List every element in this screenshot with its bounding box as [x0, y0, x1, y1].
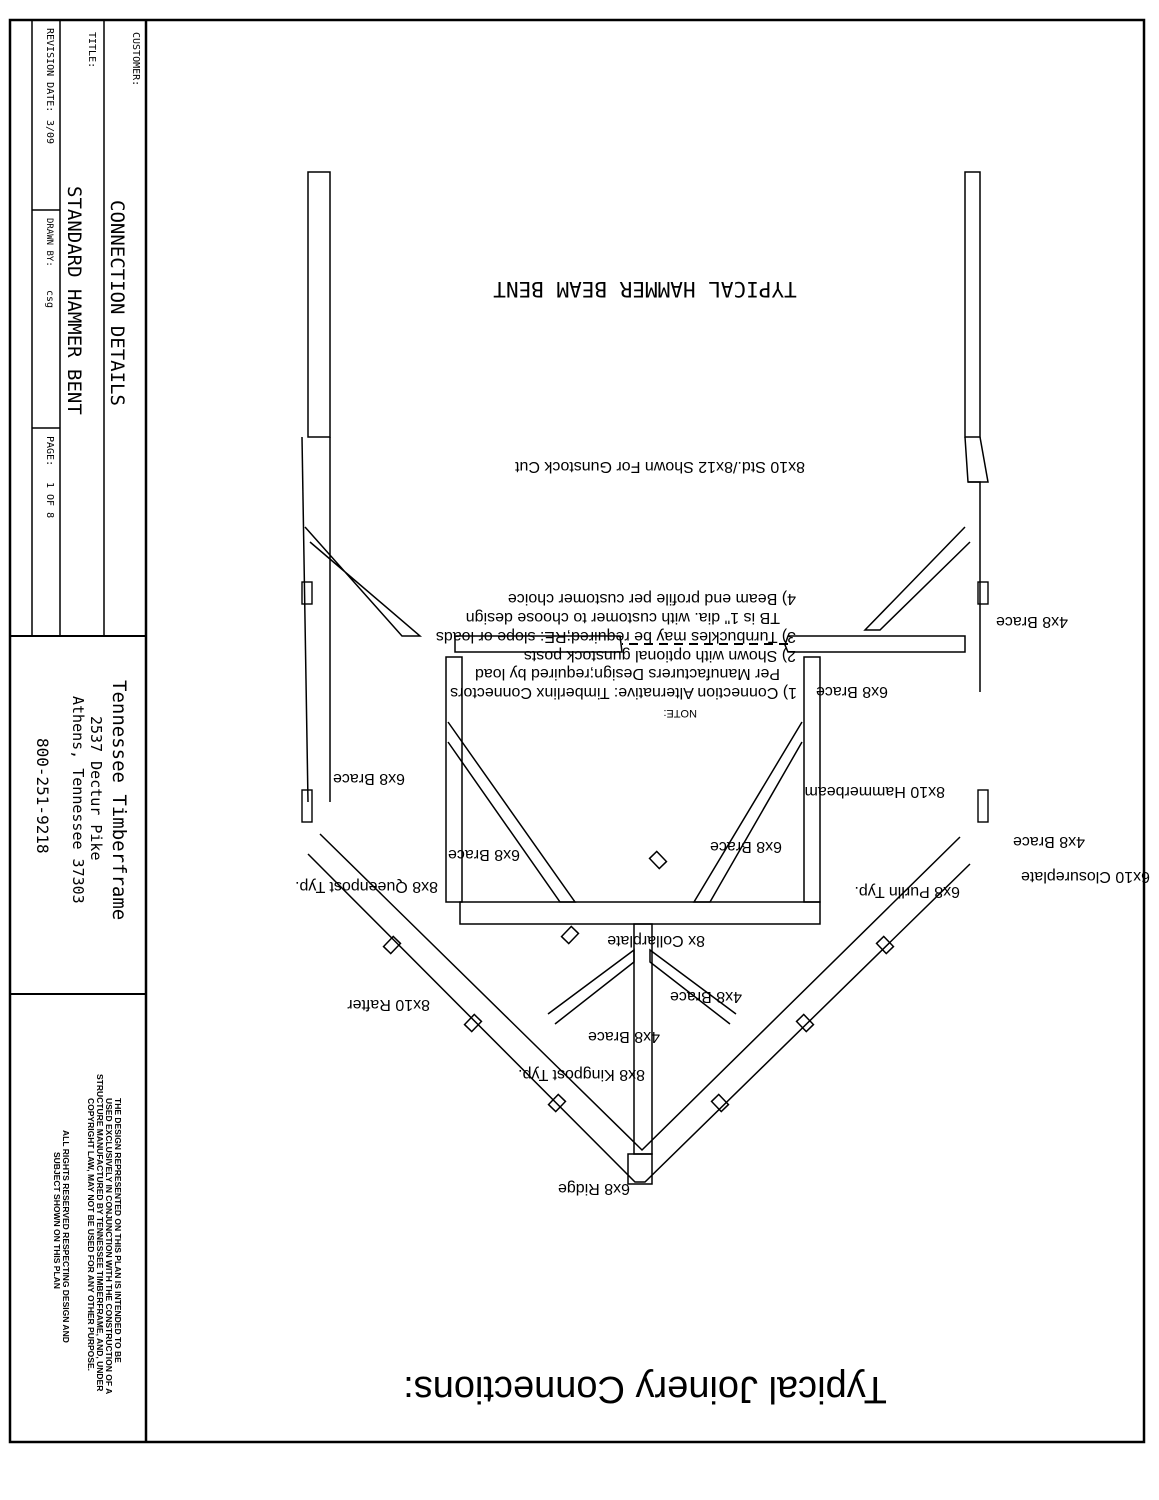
title-label: TITLE: — [86, 32, 97, 68]
drawn-label: DRAWN BY: — [44, 218, 54, 267]
page-label: PAGE: — [44, 436, 55, 466]
note-2: 2) Shown with optional gunstock posts — [524, 647, 796, 664]
company-city: Athens, Tennessee 37303 — [69, 696, 87, 904]
rafter-top-edge — [307, 853, 971, 1183]
copyright-line-4: COPYRIGHT LAW, MAY NOT BE USED FOR ANY O… — [86, 1098, 96, 1371]
right-hammer-brace — [863, 526, 971, 631]
left-king-brace — [649, 948, 737, 1025]
brace-4x8-king-right-label: 4x8 Brace — [588, 1028, 660, 1045]
title-value: STANDARD HAMMER BENT — [63, 186, 85, 415]
copyright-line-5: ALL RIGHTS RESERVED RESPECTING DESIGN AN… — [61, 1130, 71, 1343]
turnbuckle-hardware — [301, 581, 989, 823]
hammer-beam-bent-drawing: TYPICAL HAMMER BEAM BENT — [295, 171, 1150, 1410]
rafter-label: 8x10 Rafter — [347, 996, 430, 1013]
note-1a: 1) Connection Alternative: Timberlinx Co… — [450, 684, 797, 701]
right-mid-brace — [692, 721, 803, 903]
note-4: 4) Beam end profile per customer choice — [508, 590, 796, 607]
note-3: 3) Turnbuckles may be required;RE: slope… — [436, 628, 796, 645]
right-post — [301, 171, 331, 803]
note-3b: TB is 1" dia. with customer to choose de… — [466, 609, 780, 626]
kingpost-label: 8x8 Kingpost Typ. — [518, 1066, 645, 1083]
left-hammer-brace — [304, 526, 423, 637]
outer-border — [8, 18, 1146, 1444]
hammerbeam-label: 8x10 Hammerbeam — [805, 783, 946, 800]
customer-label: CUSTOMER: — [130, 32, 141, 86]
page-value: 1 OF 8 — [44, 482, 55, 518]
copyright-line-1: THE DESIGN REPRESENTED ON THIS PLAN IS I… — [113, 1098, 123, 1363]
ridge-label: 6x8 Ridge — [558, 1180, 630, 1197]
left-hammerbeam — [454, 635, 623, 653]
closureplate-label: 6x10 Closureplate — [1021, 868, 1150, 885]
company-phone: 800-251-9218 — [33, 738, 52, 854]
note-1b: Per Manufacturers Design;required by loa… — [475, 665, 780, 682]
customer-value: CONNECTION DETAILS — [106, 200, 128, 406]
purlin-slots — [382, 850, 895, 1113]
left-queenpost — [445, 656, 463, 903]
title-block — [10, 20, 146, 995]
right-king-brace — [547, 948, 635, 1025]
left-mid-brace — [447, 721, 577, 903]
drawing-heading: TYPICAL HAMMER BEAM BENT — [493, 277, 797, 301]
copyright-line-2: USED EXCLUSIVELY IN CONJUNCTION WITH THE… — [104, 1098, 114, 1394]
collarplate-label: 8x Collarplate — [607, 932, 705, 949]
brace-4x8-king-left-label: 4x8 Brace — [670, 988, 742, 1005]
company-name: Tennessee Timberframe — [108, 680, 130, 920]
brace-4x8-lower-label: 4x8 Brace — [1013, 833, 1085, 850]
company-street: 2537 Dectur Pike — [87, 716, 105, 861]
revision-value: 3/09 — [44, 120, 55, 144]
brace-6x8-mid-left-label: 6x8 Brace — [448, 846, 520, 863]
right-queenpost — [803, 656, 821, 903]
footer-title: Typical Joinery Connections: — [403, 1368, 887, 1410]
drawn-value: csg — [44, 290, 55, 308]
brace-4x8-upper-label: 4x8 Brace — [996, 613, 1068, 630]
rafter-bottom-edge — [319, 833, 961, 1152]
brace-6x8-mid-right-label: 6x8 Brace — [710, 838, 782, 855]
collarplate — [459, 901, 821, 925]
brace-6x8-right-label: 6x8 Brace — [816, 683, 888, 700]
left-post — [964, 171, 989, 692]
brace-6x8-left-label: 6x8 Brace — [333, 770, 405, 787]
copyright-line-3: STRUCTURE MANUFACTURED BY TENNESSEE TIMB… — [95, 1074, 105, 1391]
note-heading: NOTE: — [663, 707, 697, 719]
copyright-line-6: SUBJECT SHOWN ON THIS PLAN — [52, 1152, 62, 1289]
queenpost-label: 8x8 Queenpost Typ. — [295, 878, 438, 895]
notes-block: NOTE: 1) Connection Alternative: Timberl… — [436, 590, 797, 719]
right-hammerbeam — [784, 635, 966, 653]
revision-label: REVISION DATE: — [44, 28, 55, 112]
purlin-label: 6x8 Purlin Typ. — [854, 883, 960, 900]
post-size-label: 8x10 Std./8x12 Shown For Gunstock Cut — [515, 458, 805, 475]
